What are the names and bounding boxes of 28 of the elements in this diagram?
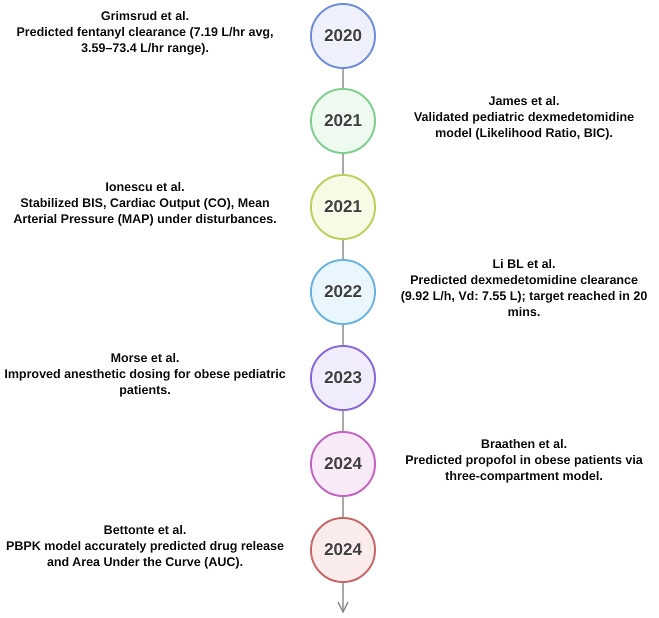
year-label: 2021: [324, 197, 362, 217]
study-summary: Predicted fentanyl clearance (7.19 L/hr avg, 3.59–73.4 L/hr range).: [15, 24, 275, 56]
connector-line: [342, 240, 344, 259]
author-name: Ionescu et al.: [104, 179, 186, 195]
author-name: Bettonte et al.: [102, 522, 188, 538]
author-name: Li BL et al.: [492, 256, 556, 272]
study-summary: PBPK model accurately predicted drug release and Area Under the Curve (AUC).: [5, 538, 285, 570]
arrow: [337, 583, 349, 613]
study-summary: Stabilized BIS, Cardiac Output (CO), Mean Arterial Pressure (MAP) under disturbances.: [12, 195, 278, 227]
author-name: Grimsrud et al.: [100, 8, 190, 24]
connector-line: [342, 325, 344, 345]
study-summary: Improved anesthetic dosing for obese pediatric patients.: [3, 366, 287, 398]
year-label: 2022: [324, 282, 362, 302]
year-label: 2023: [324, 368, 362, 388]
connector-line: [342, 411, 344, 431]
author-name: Morse et al.: [110, 350, 180, 366]
connector-line: [342, 497, 344, 517]
author-name: James et al.: [488, 93, 560, 109]
year-label: 2021: [324, 111, 362, 131]
study-summary: Predicted dexmedetomidine clearance (9.92 L/h, Vd: 7.55 L); target reached in 20 mins.: [400, 272, 648, 320]
year-label: 2020: [324, 26, 362, 46]
year-label: 2024: [324, 454, 362, 474]
study-summary: Validated pediatric dexmedetomidine model (Likelihood Ratio, BIC).: [412, 109, 636, 141]
year-label: 2024: [324, 540, 362, 560]
connector-line: [342, 69, 344, 88]
connector-line: [342, 154, 344, 174]
study-summary: Predicted propofol in obese patients via three-compartment model.: [404, 452, 644, 484]
author-name: Braathen et al.: [480, 436, 568, 452]
